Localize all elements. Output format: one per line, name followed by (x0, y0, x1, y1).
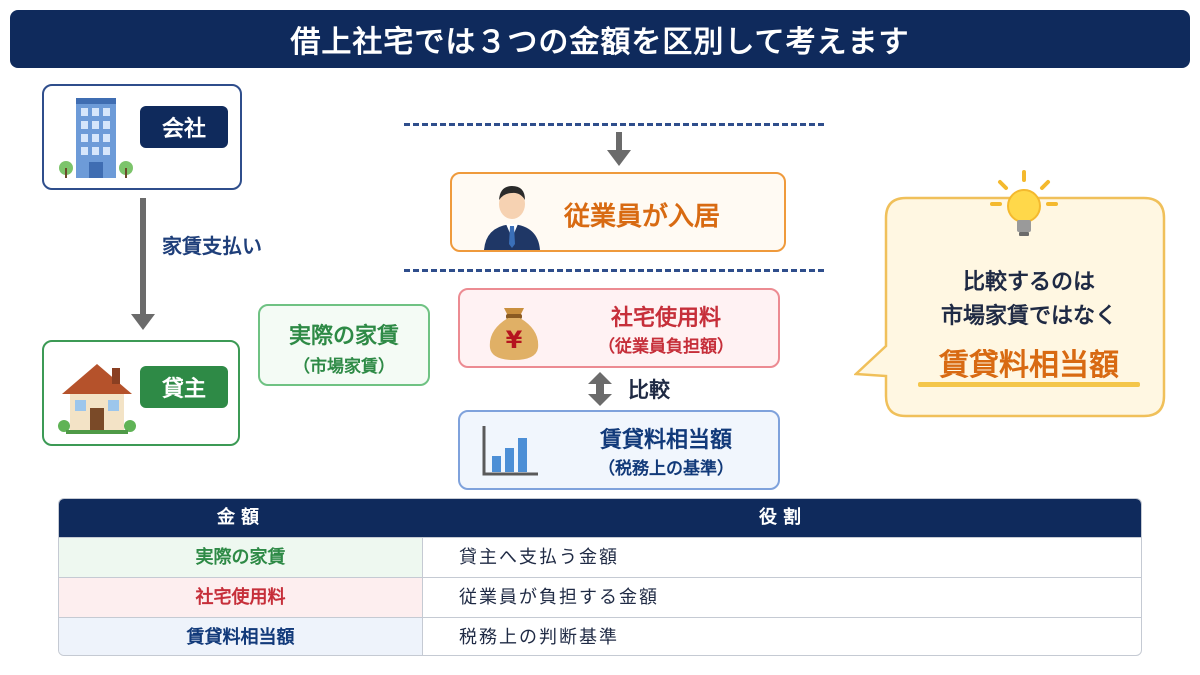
market-rent-label: （市場家賃） (293, 357, 395, 377)
rent-payment-arrowhead (131, 314, 155, 330)
compare-arrow-icon (588, 372, 612, 406)
move-in-arrowhead (607, 150, 631, 166)
table-cell-role: 貸主へ支払う金額 (459, 547, 619, 568)
rent-payment-label: 家賃支払い (162, 234, 262, 258)
actual-rent-box: 実際の家賃 （市場家賃） (258, 304, 430, 386)
title-bar: 借上社宅では３つの金額を区別して考えます (10, 10, 1190, 68)
house-icon (58, 364, 136, 434)
page-title: 借上社宅では３つの金額を区別して考えます (290, 25, 910, 60)
table-cell-amount: 社宅使用料 (59, 578, 423, 617)
amounts-table: 金額 役割 実際の家賃 貸主へ支払う金額 社宅使用料 従業員が負担する金額 賃貸… (58, 498, 1142, 656)
table-cell-amount: 実際の家賃 (59, 538, 423, 577)
actual-rent-label: 実際の家賃 (288, 324, 399, 349)
usage-fee-label: 社宅使用料 (610, 306, 721, 331)
landlord-tag: 貸主 (140, 366, 228, 408)
table-cell-role: 税務上の判断基準 (459, 627, 619, 648)
header-amount: 金額 (217, 507, 265, 528)
employee-burden-label: （従業員負担額） (598, 337, 734, 357)
landlord-box: 貸主 (42, 340, 240, 446)
callout-bubble-shape (854, 196, 1166, 418)
svg-text:¥: ¥ (506, 326, 523, 354)
company-box: 会社 (42, 84, 242, 190)
employee-box: 従業員が入居 (450, 172, 786, 252)
businessman-icon (484, 186, 540, 250)
dashed-divider-bottom (404, 269, 824, 272)
table-cell-amount: 賃貸料相当額 (59, 618, 423, 655)
table-cell-role: 従業員が負担する金額 (459, 587, 659, 608)
company-tag: 会社 (140, 106, 228, 148)
bar-chart-icon (482, 426, 538, 476)
callout-line-2: 市場家賃ではなく (940, 304, 1117, 329)
callout-bubble: 比較するのは 市場家賃ではなく 賃貸料相当額 (854, 170, 1166, 418)
callout-highlight-underline (918, 382, 1140, 387)
table-row: 社宅使用料 従業員が負担する金額 (59, 577, 1141, 617)
table-row: 賃貸料相当額 税務上の判断基準 (59, 617, 1141, 655)
usage-fee-box: ¥ 社宅使用料 （従業員負担額） (458, 288, 780, 368)
move-in-arrow (616, 132, 622, 152)
tax-standard-label: （税務上の基準） (598, 459, 734, 479)
table-row: 実際の家賃 貸主へ支払う金額 (59, 537, 1141, 577)
rent-payment-arrow (140, 198, 146, 316)
employee-move-in-label: 従業員が入居 (564, 202, 721, 232)
callout-highlight: 賃貸料相当額 (939, 348, 1119, 383)
table-header: 金額 役割 (59, 499, 1141, 537)
callout-line-1: 比較するのは (962, 270, 1095, 295)
office-building-icon (59, 98, 133, 178)
rent-equivalent-box: 賃貸料相当額 （税務上の基準） (458, 410, 780, 490)
rent-equivalent-label: 賃貸料相当額 (599, 428, 732, 453)
dashed-divider-top (404, 123, 824, 126)
yen-money-bag-icon: ¥ (489, 308, 539, 360)
lightbulb-icon (990, 170, 1058, 236)
compare-label: 比較 (628, 378, 670, 402)
header-role: 役割 (759, 507, 807, 528)
